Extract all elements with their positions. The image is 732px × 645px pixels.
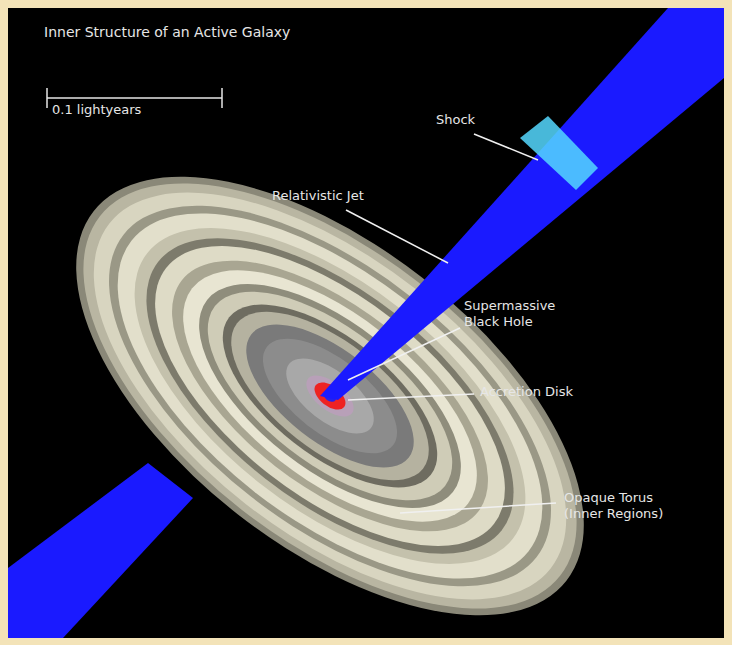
disk-label: Accretion Disk — [480, 384, 573, 400]
diagram-title: Inner Structure of an Active Galaxy — [44, 24, 290, 42]
black-hole-label: Supermassive Black Hole — [464, 298, 564, 331]
scale-label: 0.1 lightyears — [52, 102, 141, 118]
torus-label: Opaque Torus (Inner Regions) — [564, 490, 684, 523]
lower-jet — [8, 463, 193, 638]
shock-label: Shock — [436, 112, 475, 128]
opaque-torus — [8, 93, 659, 638]
black-panel: Inner Structure of an Active Galaxy 0.1 l… — [8, 8, 724, 638]
jet-label: Relativistic Jet — [272, 188, 364, 204]
shock-region — [520, 116, 598, 190]
upper-jet — [320, 8, 724, 400]
